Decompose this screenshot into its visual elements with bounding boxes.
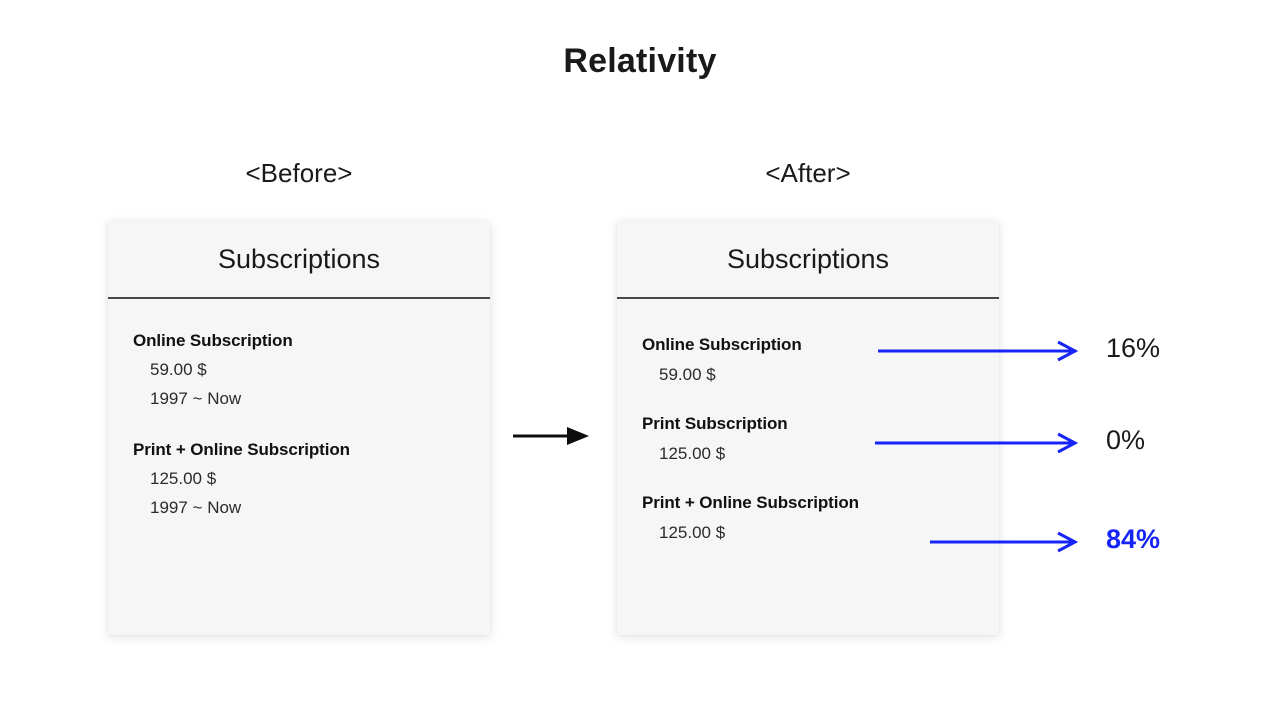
after-caption: <After> [765, 158, 851, 188]
list-item: Print + Online Subscription 125.00 $ 199… [108, 440, 490, 518]
subscription-name: Online Subscription [642, 335, 802, 354]
after-subscriptions-card: Subscriptions Online Subscription 59.00 … [617, 221, 999, 635]
subscription-period: 1997 ~ Now [150, 389, 242, 408]
card-header-title: Subscriptions [726, 244, 890, 274]
percentage-value: 16% [1106, 333, 1161, 363]
card-header-title: Subscriptions [217, 244, 381, 274]
right-arrow-icon [513, 424, 591, 448]
before-card-body: Online Subscription 59.00 $ 1997 ~ Now P… [108, 299, 490, 518]
list-item: Print + Online Subscription 125.00 $ [617, 493, 999, 543]
subscription-period: 1997 ~ Now [150, 498, 242, 517]
subscription-price: 59.00 $ [659, 365, 716, 384]
list-item: Print Subscription 125.00 $ [617, 414, 999, 464]
subscription-price: 125.00 $ [150, 469, 217, 488]
subscription-name: Print + Online Subscription [133, 440, 350, 459]
list-item: Online Subscription 59.00 $ 1997 ~ Now [108, 331, 490, 409]
before-caption: <Before> [245, 158, 353, 188]
subscription-name: Print Subscription [642, 414, 788, 433]
percentage-value: 0% [1106, 425, 1146, 455]
percentage-value: 84% [1106, 524, 1161, 554]
card-header-divider [617, 297, 999, 299]
subscription-price: 125.00 $ [659, 444, 726, 463]
list-item: Online Subscription 59.00 $ [617, 335, 999, 385]
subscription-price: 59.00 $ [150, 360, 207, 379]
subscription-name: Print + Online Subscription [642, 493, 859, 512]
subscription-name: Online Subscription [133, 331, 293, 350]
after-card-body: Online Subscription 59.00 $ Print Subscr… [617, 299, 999, 543]
blue-right-arrow-icon [878, 340, 1079, 362]
before-subscriptions-card: Subscriptions Online Subscription 59.00 … [108, 221, 490, 635]
subscription-price: 125.00 $ [659, 523, 726, 542]
page-title: Relativity [563, 42, 717, 80]
card-header-divider [108, 297, 490, 299]
blue-right-arrow-icon [930, 531, 1079, 553]
blue-right-arrow-icon [875, 432, 1079, 454]
